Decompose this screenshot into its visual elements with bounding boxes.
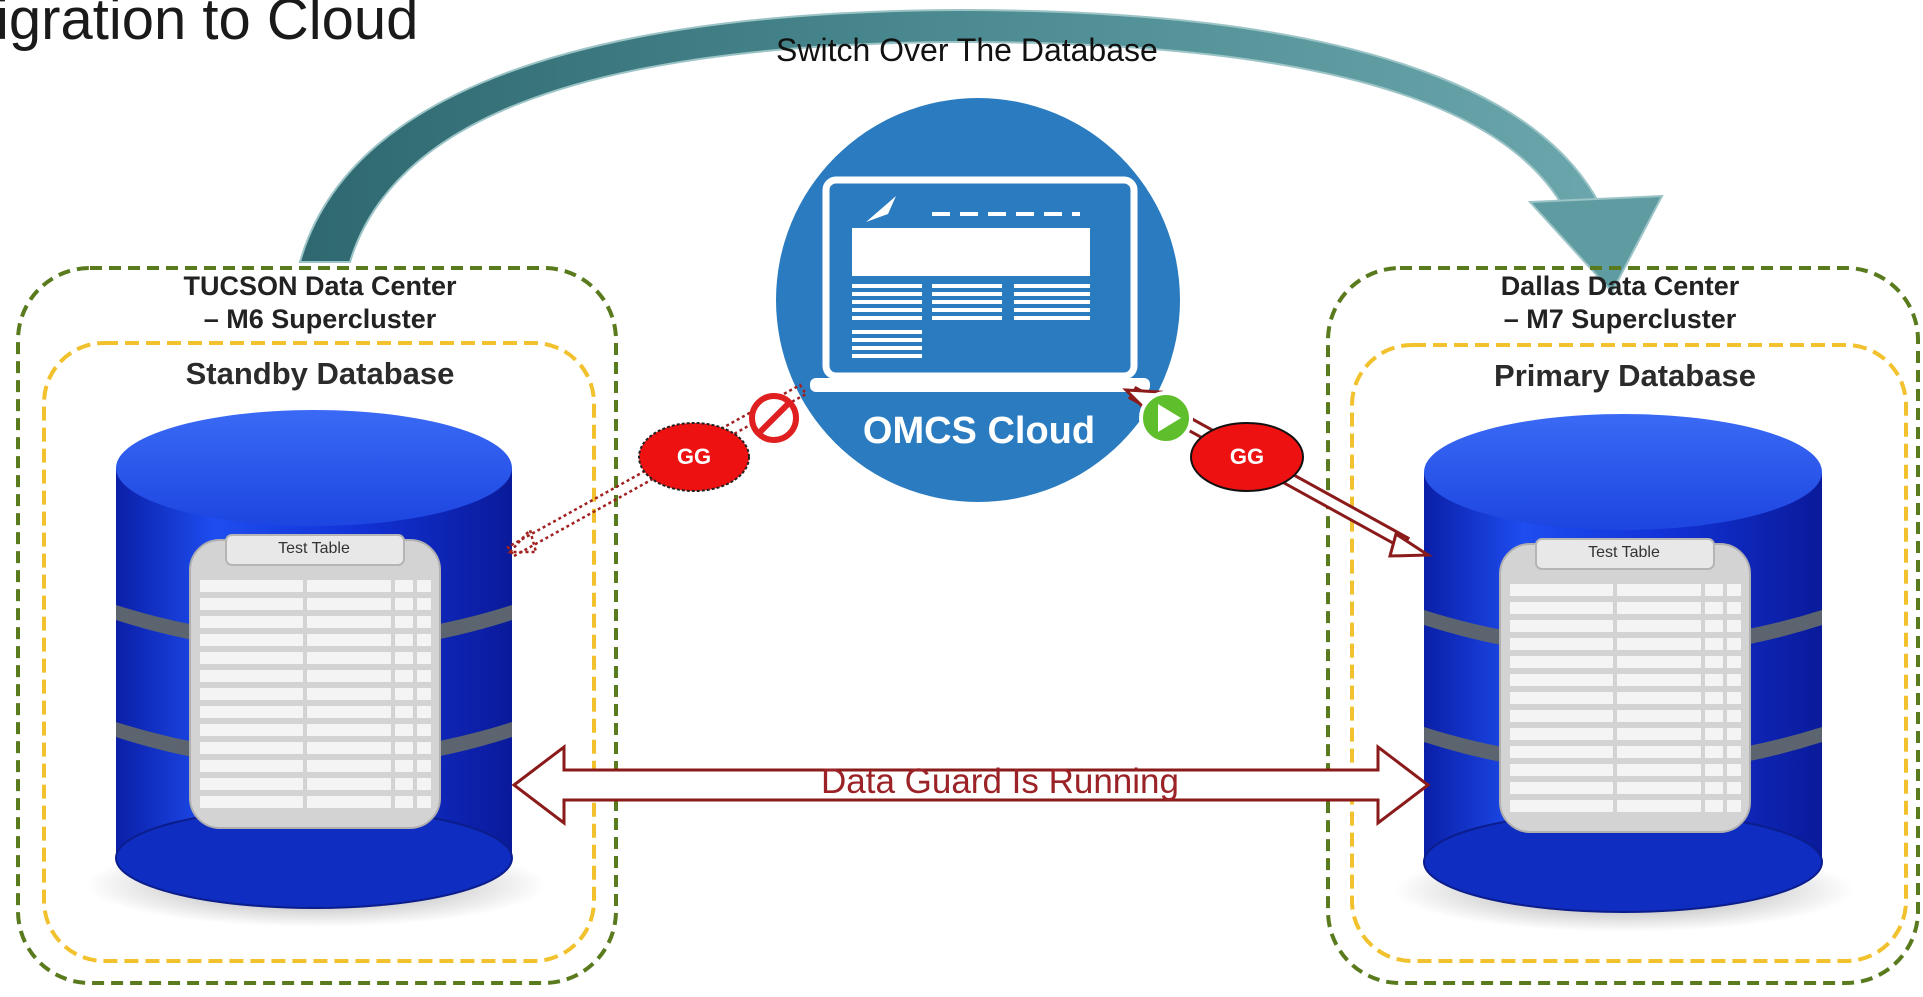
standby-database-label: Standby Database bbox=[185, 356, 455, 391]
right-datacenter-boundary bbox=[1326, 266, 1920, 985]
standby-gg-label: GG bbox=[676, 444, 712, 469]
omcs-cloud-label: OMCS Cloud bbox=[862, 410, 1096, 452]
data-guard-arrow bbox=[511, 743, 1431, 827]
page-title: igration to Cloud bbox=[0, 0, 419, 52]
left-datacenter-label: TUCSON Data Center – M6 Supercluster bbox=[140, 270, 500, 336]
switch-over-arrow bbox=[298, 8, 1664, 294]
left-datacenter-system: – M6 Supercluster bbox=[203, 304, 437, 334]
standby-gg-badge bbox=[638, 422, 750, 492]
primary-gg-badge bbox=[1190, 422, 1304, 492]
play-icon bbox=[1139, 391, 1193, 445]
standby-table-title: Test Table bbox=[278, 540, 350, 557]
standby-test-table bbox=[189, 534, 441, 829]
left-database-boundary bbox=[42, 341, 596, 963]
data-guard-label: Data Guard Is Running bbox=[821, 762, 1179, 801]
left-datacenter-name: TUCSON Data Center bbox=[183, 271, 457, 301]
primary-test-table bbox=[1499, 538, 1751, 833]
right-datacenter-label: Dallas Data Center – M7 Supercluster bbox=[1440, 270, 1800, 336]
primary-database-label: Primary Database bbox=[1494, 358, 1756, 393]
omcs-cloud-icon bbox=[776, 98, 1180, 502]
switch-over-label: Switch Over The Database bbox=[776, 32, 1158, 68]
primary-table-title: Test Table bbox=[1588, 544, 1660, 561]
blocked-icon bbox=[749, 393, 799, 443]
right-database-boundary bbox=[1350, 343, 1908, 963]
right-datacenter-system: – M7 Supercluster bbox=[1503, 304, 1737, 334]
primary-database-cylinder bbox=[1394, 414, 1854, 932]
primary-gg-label: GG bbox=[1229, 444, 1265, 469]
standby-database-cylinder bbox=[86, 410, 546, 927]
right-datacenter-name: Dallas Data Center bbox=[1500, 271, 1740, 301]
